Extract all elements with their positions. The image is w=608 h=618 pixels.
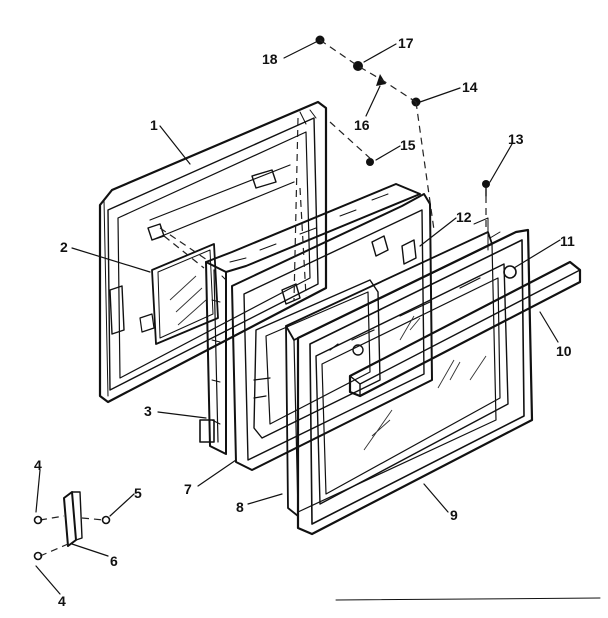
label-18: 18 — [262, 51, 278, 67]
label-10: 10 — [556, 343, 572, 359]
label-1: 1 — [150, 117, 158, 133]
outer-door-panel — [98, 100, 328, 404]
label-17: 17 — [398, 35, 414, 51]
scan-artifacts — [335, 597, 601, 601]
assembly-dashed-lines — [159, 39, 487, 301]
label-14: 14 — [462, 79, 478, 95]
hardware-parts — [315, 35, 490, 197]
label-2: 2 — [60, 239, 68, 255]
hinge-bracket — [33, 491, 111, 561]
label-12: 12 — [456, 209, 472, 225]
label-5: 5 — [134, 485, 142, 501]
part-labels: 1 2 3 4 5 6 4 7 8 9 10 11 12 13 14 15 16… — [34, 35, 575, 609]
inner-door-liner — [231, 193, 433, 471]
label-9: 9 — [450, 507, 458, 523]
door-handle — [348, 260, 582, 398]
label-8: 8 — [236, 499, 244, 515]
label-3: 3 — [144, 403, 152, 419]
outer-glass-frame — [296, 228, 534, 536]
label-11: 11 — [560, 233, 575, 249]
label-7: 7 — [184, 481, 192, 497]
leader-lines — [35, 41, 561, 595]
label-4-bottom: 4 — [58, 593, 66, 609]
label-15: 15 — [400, 137, 416, 153]
label-4-top: 4 — [34, 457, 42, 473]
label-13: 13 — [508, 131, 524, 147]
inner-glass — [151, 243, 219, 345]
label-6: 6 — [110, 553, 118, 569]
label-16: 16 — [354, 117, 370, 133]
insulation-frame — [199, 183, 421, 455]
